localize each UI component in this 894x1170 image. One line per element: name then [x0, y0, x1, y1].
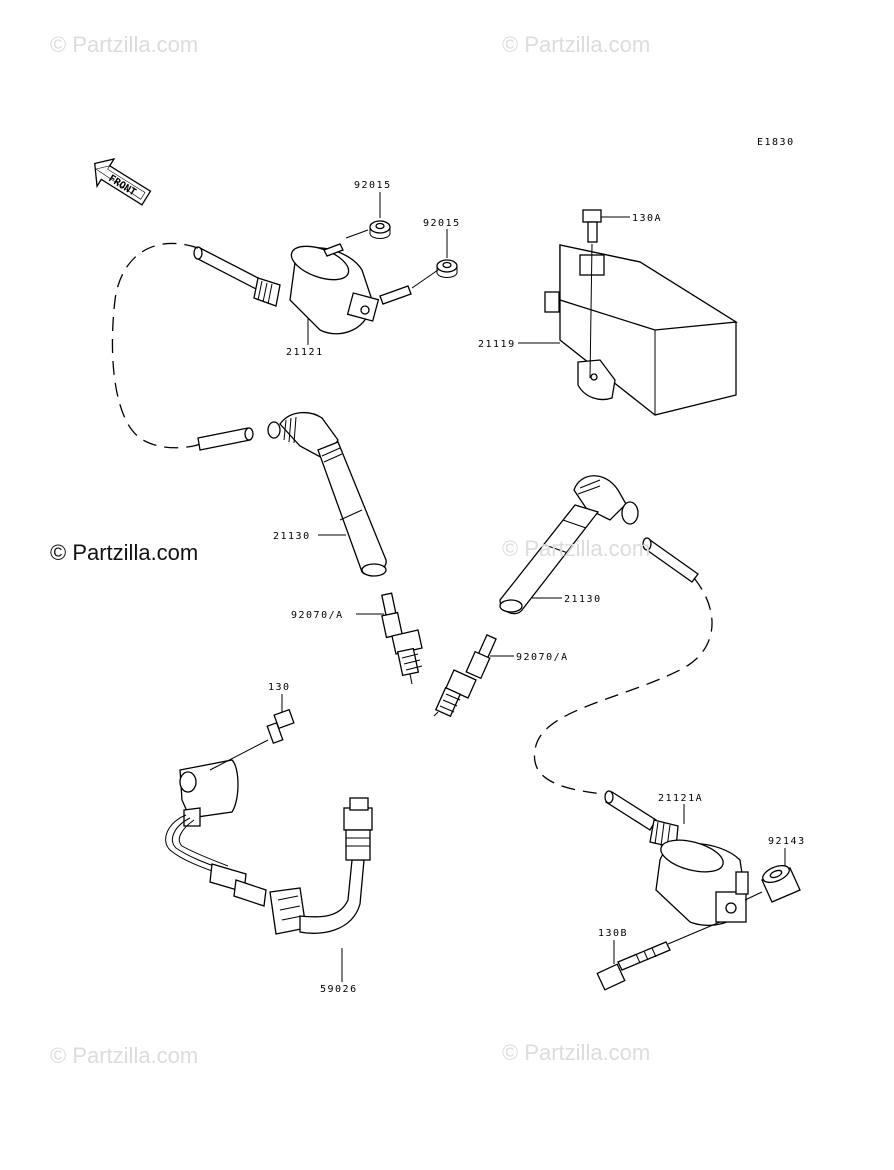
- bolt-130: [266, 708, 295, 745]
- bolt-130a: [582, 209, 602, 243]
- label-59026: 59026: [320, 984, 358, 995]
- watermark-top-right: © Partzilla.com: [502, 32, 651, 57]
- spark-plug-right: [433, 634, 497, 718]
- watermark-bottom-left: © Partzilla.com: [50, 1043, 199, 1068]
- collar-92143: [761, 865, 801, 903]
- plug-cap-right: [499, 475, 639, 615]
- ignition-coil-rear: [604, 790, 749, 926]
- ht-lead-segment-front: [197, 427, 254, 451]
- label-92143: 92143: [768, 836, 806, 847]
- label-21119: 21119: [478, 339, 516, 350]
- label-21121a: 21121A: [658, 793, 703, 804]
- ht-lead-dashed-front: [111, 242, 201, 449]
- label-92070a-right: 92070/A: [516, 652, 569, 663]
- washer-92015-b: [436, 259, 458, 278]
- spark-plug-left: [381, 592, 423, 685]
- plug-cap-left: [267, 412, 387, 577]
- label-92015-b: 92015: [423, 218, 461, 229]
- label-92015-a: 92015: [354, 180, 392, 191]
- label-130a: 130A: [632, 213, 662, 224]
- label-21130-right: 21130: [564, 594, 602, 605]
- label-130: 130: [268, 682, 291, 693]
- label-92070a-left: 92070/A: [291, 610, 344, 621]
- ignition-coil-front: [193, 243, 412, 335]
- label-130b: 130B: [598, 928, 628, 939]
- washer-92015-a: [369, 220, 391, 239]
- watermark-middle-right: © Partzilla.com: [502, 536, 651, 561]
- ht-lead-dashed-rear: [533, 577, 713, 796]
- front-arrow-icon: FRONT: [93, 158, 152, 206]
- diagram-code: E1830: [757, 137, 795, 148]
- watermark-middle-left: © Partzilla.com: [50, 540, 199, 565]
- watermark-bottom-right: © Partzilla.com: [502, 1040, 651, 1065]
- label-21121: 21121: [286, 347, 324, 358]
- label-21130-left: 21130: [273, 531, 311, 542]
- bolt-130b: [596, 941, 671, 991]
- ht-lead-segment-rear: [642, 537, 699, 583]
- igniter-box: [544, 244, 738, 416]
- watermark-top-left: © Partzilla.com: [50, 32, 199, 57]
- pickup-sensor: [165, 759, 373, 935]
